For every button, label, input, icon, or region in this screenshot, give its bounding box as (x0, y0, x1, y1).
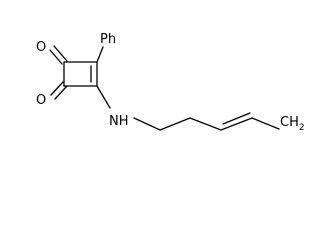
amine-bond (96, 85, 111, 109)
terminal-subscript: 2 (299, 123, 305, 133)
allyl-chain (133, 112, 280, 131)
terminal-carbon-text: CH (280, 115, 299, 130)
phenyl-label: Ph (100, 32, 116, 47)
cyclobutene-ring (63, 61, 98, 87)
oxygen-top-label: O (36, 40, 46, 55)
phenyl-bond (96, 46, 104, 63)
chemical-structure: O O Ph NH CH2 (36, 32, 305, 133)
oxygen-bottom-label: O (36, 93, 46, 108)
carbonyl-bottom-double-bond (50, 81, 68, 100)
carbonyl-top-double-bond (49, 45, 68, 65)
terminal-carbon-label: CH2 (280, 115, 305, 133)
amine-label: NH (109, 114, 129, 129)
